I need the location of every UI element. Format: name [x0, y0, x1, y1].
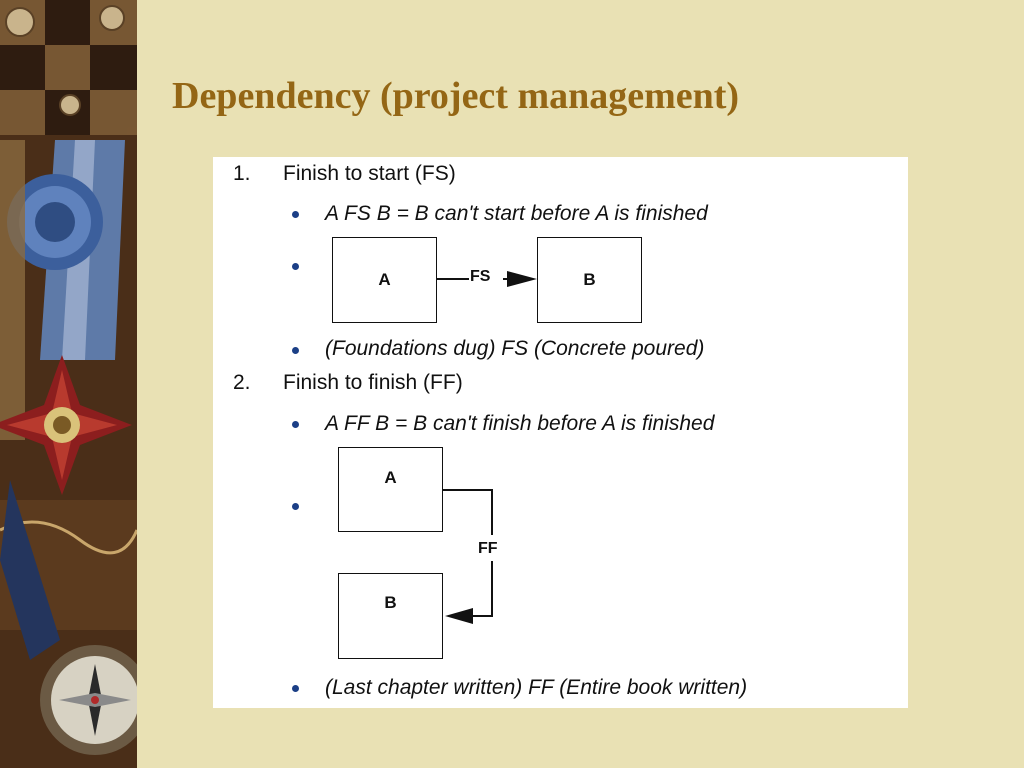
bullet-icon — [292, 263, 299, 270]
ff-relation-label: FF — [478, 540, 498, 557]
ff-connector-arrow — [443, 489, 493, 624]
dependency-figure: 1. Finish to start (FS) A FS B = B can't… — [213, 157, 908, 708]
fs-definition: A FS B = B can't start before A is finis… — [325, 202, 708, 225]
ff-box-b: B — [338, 573, 443, 659]
fs-box-a: A — [332, 237, 437, 323]
bullet-icon — [292, 347, 299, 354]
ff-example: (Last chapter written) FF (Entire book w… — [325, 676, 748, 699]
section-heading-ff: Finish to finish (FF) — [283, 371, 463, 394]
decorative-side-image — [0, 0, 137, 768]
slide-title: Dependency (project management) — [172, 75, 740, 117]
bullet-icon — [292, 211, 299, 218]
bullet-icon — [292, 503, 299, 510]
bullet-icon — [292, 685, 299, 692]
section-number-1: 1. — [233, 162, 251, 185]
ff-box-b-label: B — [384, 593, 397, 612]
fs-relation-label: FS — [470, 268, 491, 285]
section-heading-fs: Finish to start (FS) — [283, 162, 456, 185]
fs-box-a-label: A — [378, 270, 391, 289]
fs-box-b-label: B — [583, 270, 596, 289]
ff-definition: A FF B = B can't finish before A is fini… — [325, 412, 715, 435]
fs-connector-arrow — [437, 271, 537, 287]
section-number-2: 2. — [233, 371, 251, 394]
bullet-icon — [292, 421, 299, 428]
fs-box-b: B — [537, 237, 642, 323]
fs-example: (Foundations dug) FS (Concrete poured) — [325, 337, 705, 360]
ff-box-a: A — [338, 447, 443, 532]
ff-box-a-label: A — [384, 467, 397, 487]
